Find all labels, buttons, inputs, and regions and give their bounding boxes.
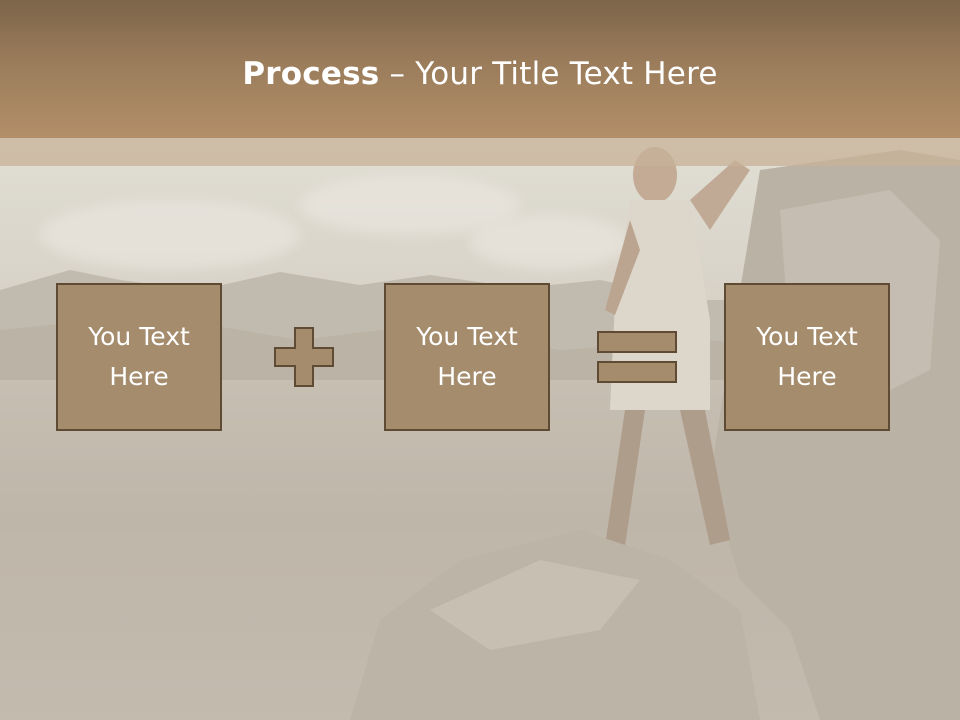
slide-title-bold: Process xyxy=(242,56,380,92)
title-banner xyxy=(0,0,960,138)
title-banner-strip xyxy=(0,138,960,166)
process-box-3-text: You Text Here xyxy=(756,322,858,391)
slide-title: Process – Your Title Text Here xyxy=(0,52,960,96)
foreground-boulder xyxy=(350,530,760,720)
cloud xyxy=(470,215,630,270)
slide-title-rest: – Your Title Text Here xyxy=(379,56,718,92)
cloud xyxy=(40,200,300,270)
equals-icon xyxy=(597,331,677,383)
process-box-2: You Text Here xyxy=(384,283,550,431)
cloud xyxy=(300,175,520,235)
process-box-1: You Text Here xyxy=(56,283,222,431)
plus-icon xyxy=(274,327,334,387)
process-box-2-text: You Text Here xyxy=(416,322,518,391)
process-box-3: You Text Here xyxy=(724,283,890,431)
process-box-1-text: You Text Here xyxy=(88,322,190,391)
